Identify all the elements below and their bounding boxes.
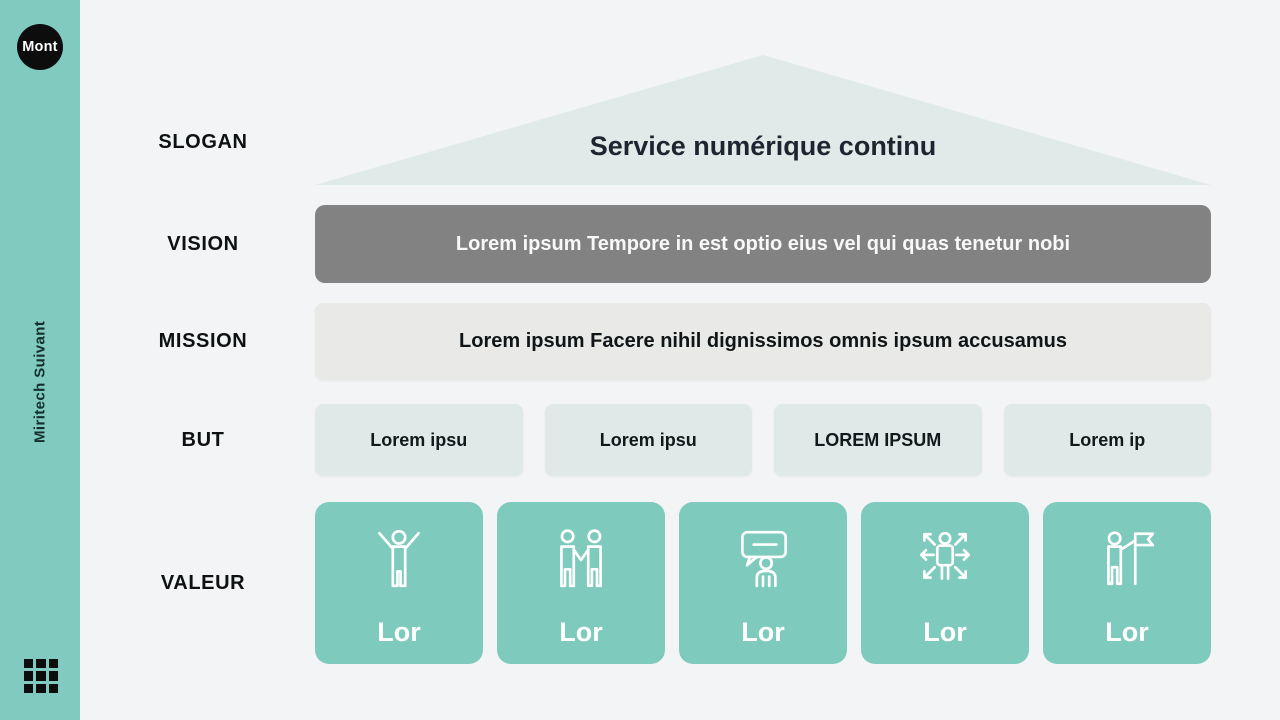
mission-box: Lorem ipsum Facere nihil dignissimos omn…: [315, 303, 1211, 380]
vision-box: Lorem ipsum Tempore in est optio eius ve…: [315, 205, 1211, 283]
grid-menu-icon[interactable]: [24, 659, 58, 693]
goal-item: Lorem ipsu: [315, 404, 523, 476]
goal-item-text: Lorem ipsu: [370, 429, 468, 450]
value-card-text: Lor: [559, 617, 603, 647]
people-handshake-icon: [560, 529, 602, 588]
value-card-text: Lor: [923, 617, 967, 647]
person-flag-icon: [1107, 531, 1155, 586]
goal-item: Lorem ipsu: [544, 404, 752, 476]
vision-text: Lorem ipsum Tempore in est optio eius ve…: [455, 232, 1071, 255]
slogan-roof-shape: Service numérique continu: [315, 55, 1211, 185]
value-card: Lor: [315, 502, 483, 664]
goal-item-text: Lorem ipsu: [599, 429, 697, 450]
person-speech-bubble-icon: [741, 530, 788, 588]
value-card: Lor: [679, 502, 847, 664]
goal-item: Lorem ip: [1003, 404, 1211, 476]
value-row: Lor Lor Lor: [315, 502, 1211, 664]
but-label: BUT: [181, 429, 225, 451]
value-card: Lor: [1043, 502, 1211, 664]
value-card-text: Lor: [377, 617, 421, 647]
person-arrows-icon: [919, 531, 971, 580]
mission-text: Lorem ipsum Facere nihil dignissimos omn…: [459, 330, 1067, 352]
goal-item: LOREM IPSUM: [774, 404, 982, 476]
goal-row: Lorem ipsu Lorem ipsu LOREM IPSUM Lorem …: [315, 404, 1211, 476]
value-card: Lor: [497, 502, 665, 664]
sidebar: Mont Miritech Suivant: [0, 0, 80, 720]
goal-item-text: LOREM IPSUM: [814, 429, 942, 450]
vision-label: VISION: [167, 233, 239, 255]
value-card-text: Lor: [741, 617, 785, 647]
person-cheering-icon: [378, 529, 420, 588]
sidebar-vertical-title: Miritech Suivant: [31, 320, 49, 444]
value-card: Lor: [861, 502, 1029, 664]
goal-item-text: Lorem ip: [1069, 429, 1146, 450]
mission-label: MISSION: [158, 330, 248, 352]
slogan-label: SLOGAN: [158, 131, 248, 153]
logo-text: Mont: [22, 39, 58, 55]
logo-badge: Mont: [17, 24, 63, 70]
valeur-label: VALEUR: [160, 572, 246, 594]
value-card-text: Lor: [1105, 617, 1149, 647]
slogan-title: Service numérique continu: [589, 131, 937, 161]
